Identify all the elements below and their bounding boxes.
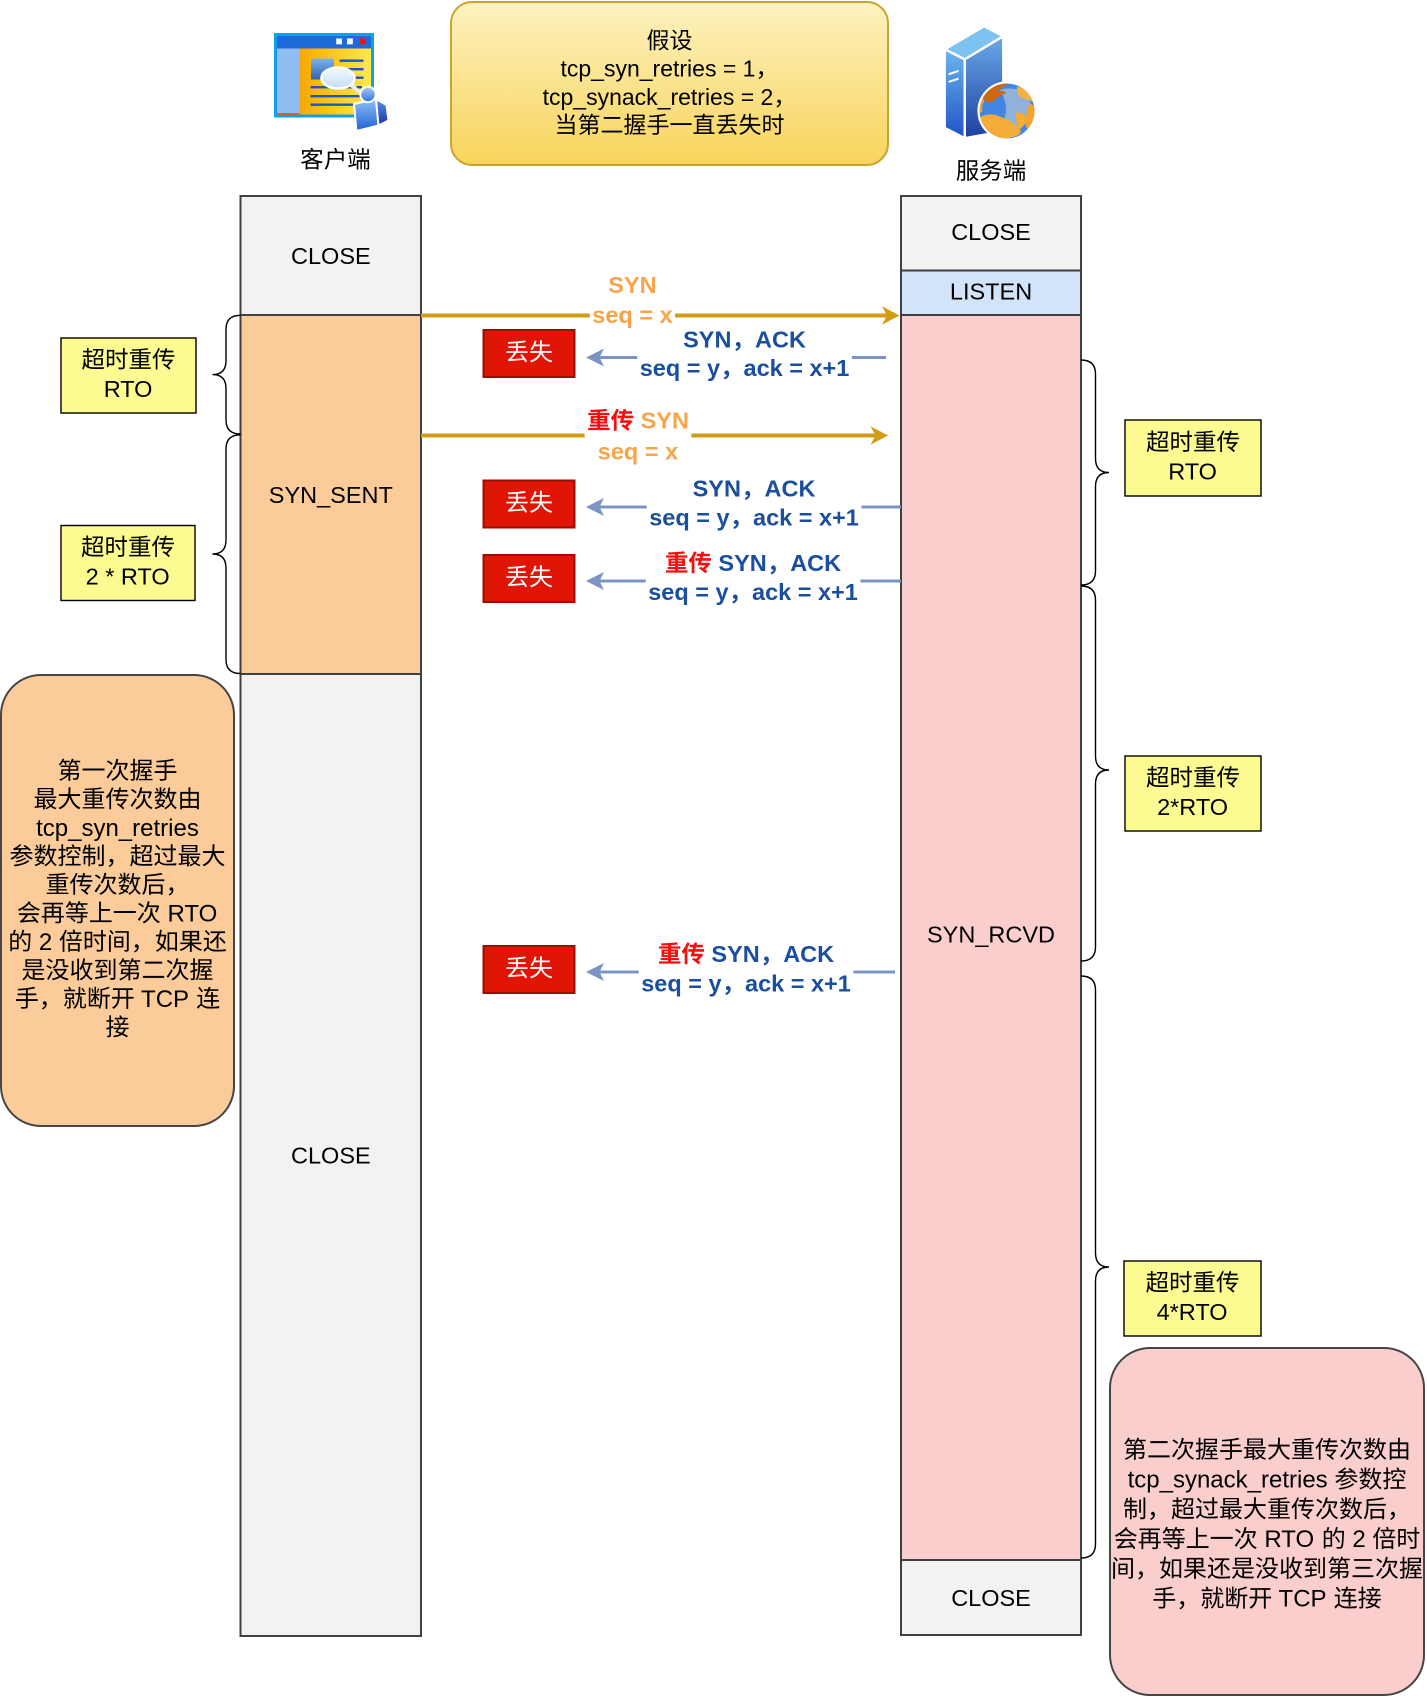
svg-text:SYN: SYN bbox=[705, 941, 760, 967]
svg-text:seq = y: seq = y bbox=[649, 505, 729, 531]
svg-text:SYN: SYN bbox=[712, 550, 767, 576]
svg-text:seq = y: seq = y bbox=[648, 579, 728, 605]
svg-text:2*RTO: 2*RTO bbox=[1157, 794, 1228, 820]
svg-text:RTO: RTO bbox=[1258, 1526, 1321, 1553]
svg-text:RTO: RTO bbox=[1168, 458, 1217, 484]
svg-text:SYN: SYN bbox=[634, 408, 689, 434]
svg-text:seq = y: seq = y bbox=[641, 971, 721, 997]
svg-text:LISTEN: LISTEN bbox=[950, 279, 1032, 305]
svg-text:tcp_synack_retries = 2: tcp_synack_retries = 2 bbox=[543, 84, 774, 110]
svg-text:SYN: SYN bbox=[683, 327, 731, 353]
svg-text:SYN: SYN bbox=[693, 476, 741, 502]
svg-text:seq = y: seq = y bbox=[640, 355, 720, 381]
svg-text:ACK: ACK bbox=[765, 476, 816, 502]
svg-text:TCP: TCP bbox=[1272, 1586, 1332, 1613]
svg-text:2 * RTO: 2 * RTO bbox=[86, 563, 170, 589]
svg-text:ACK: ACK bbox=[790, 550, 841, 576]
svg-text:ack = x+1: ack = x+1 bbox=[745, 971, 851, 997]
svg-text:CLOSE: CLOSE bbox=[291, 243, 371, 269]
svg-text:SYN_SENT: SYN_SENT bbox=[269, 482, 393, 508]
svg-text:tcp_synack_retries: tcp_synack_retries bbox=[1128, 1467, 1335, 1494]
svg-text:tcp_syn_retries: tcp_syn_retries bbox=[36, 815, 199, 842]
svg-text:CLOSE: CLOSE bbox=[951, 219, 1031, 245]
svg-text:CLOSE: CLOSE bbox=[951, 1585, 1031, 1611]
svg-text:seq = x: seq = x bbox=[598, 439, 678, 465]
svg-text:ack = x+1: ack = x+1 bbox=[744, 355, 850, 381]
svg-text:ACK: ACK bbox=[783, 941, 834, 967]
svg-text:RTO: RTO bbox=[161, 900, 217, 927]
svg-text:2: 2 bbox=[1346, 1526, 1373, 1553]
svg-text:seq = x: seq = x bbox=[592, 302, 672, 328]
svg-text:RTO: RTO bbox=[104, 376, 153, 402]
svg-text:ack = x+1: ack = x+1 bbox=[753, 505, 859, 531]
svg-text:SYN: SYN bbox=[608, 272, 656, 298]
svg-text:TCP: TCP bbox=[135, 986, 195, 1013]
svg-text:ACK: ACK bbox=[755, 327, 806, 353]
svg-text:CLOSE: CLOSE bbox=[291, 1143, 371, 1169]
svg-text:ack = x+1: ack = x+1 bbox=[752, 579, 858, 605]
svg-text:tcp_syn_retries = 1: tcp_syn_retries = 1 bbox=[561, 56, 756, 82]
svg-text:4*RTO: 4*RTO bbox=[1157, 1299, 1228, 1325]
svg-text:SYN_RCVD: SYN_RCVD bbox=[927, 922, 1055, 948]
svg-text:2: 2 bbox=[32, 929, 59, 956]
